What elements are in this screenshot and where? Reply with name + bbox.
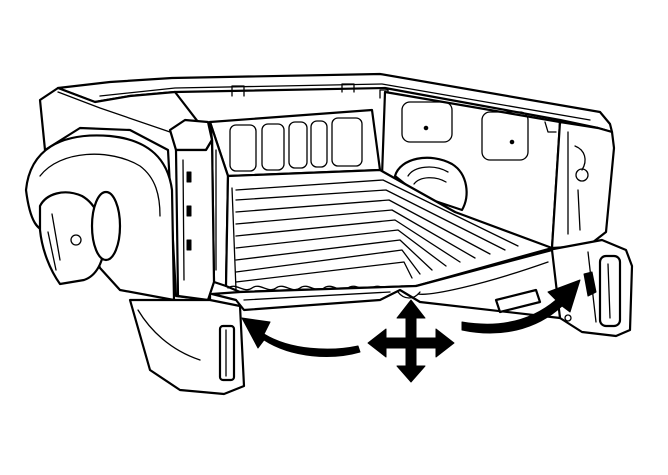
curved-arrow-right-icon [461,279,581,334]
left-bedside [24,86,216,302]
left-bumper-corner [128,298,246,396]
front-wall-ribs [229,117,363,172]
floor-ribs [231,179,519,291]
bed-floor [224,168,554,294]
four-way-move-icon [367,299,455,383]
right-bedside [546,120,634,338]
curved-arrow-left-icon [241,317,361,357]
rear-bumper [210,248,562,320]
